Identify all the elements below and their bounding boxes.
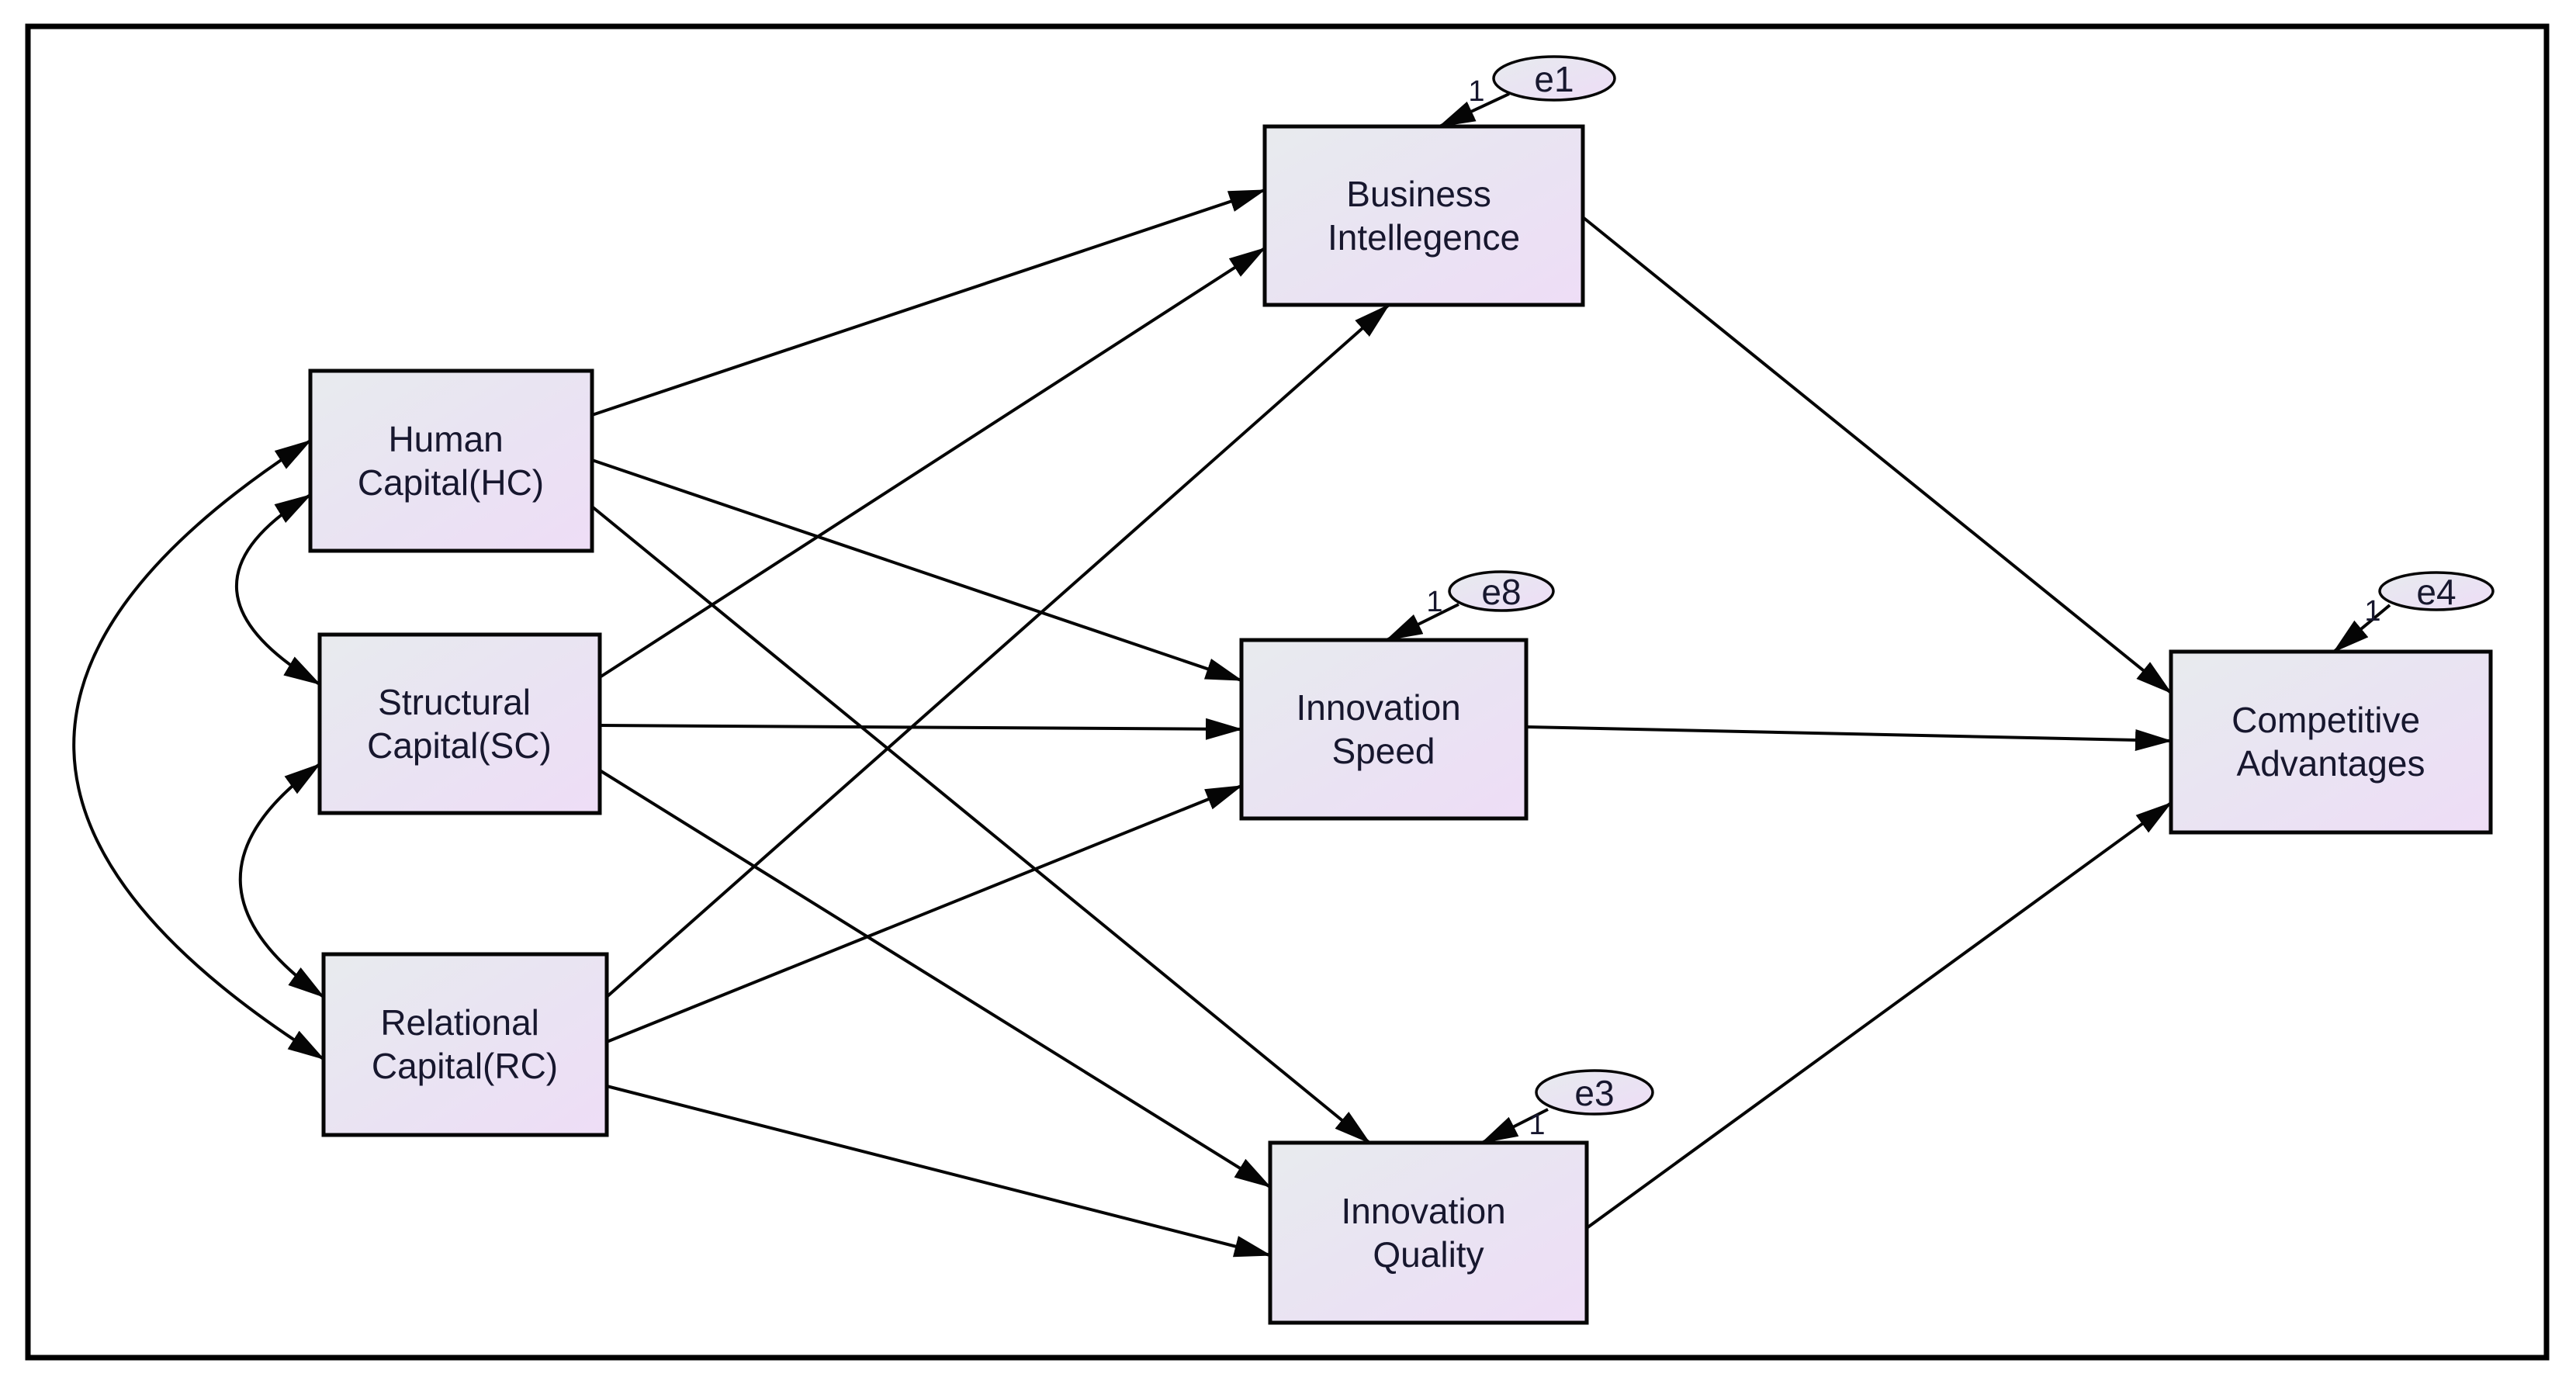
path-rc-to-iq (606, 1085, 1272, 1258)
node-label-line: Structural (378, 682, 531, 722)
node-label-line: Innovation (1341, 1191, 1505, 1231)
path-hc-to-bi (591, 189, 1266, 417)
path-bi-to-ca (1581, 216, 2173, 694)
node-label-line: Competitive (2231, 700, 2420, 740)
error-ellipse-e1 (1492, 55, 1616, 102)
node-human-capital: Human Capital(HC) (308, 368, 594, 553)
node-label-relational-capital: Relational Capital(RC) (372, 1002, 558, 1086)
node-label-line: Business (1346, 174, 1491, 214)
node-label-structural-capital: Structural Capital(SC) (367, 682, 552, 766)
error-term-e1: e1 1 (1468, 55, 1616, 108)
covariance-hc-sc (235, 493, 321, 686)
weight-label-e8: 1 (1426, 586, 1442, 618)
node-label-line: Capital(RC) (372, 1046, 558, 1086)
diagram-frame (25, 23, 2550, 1361)
node-label-line: Intellegence (1328, 217, 1520, 258)
error-label-e4: e4 (2416, 572, 2456, 612)
node-label-line: Human (388, 419, 503, 459)
node-label-line: Advantages (2237, 743, 2425, 784)
node-box-human-capital (308, 368, 594, 553)
path-sc-to-bi (598, 247, 1266, 679)
path-rc-to-is (606, 784, 1243, 1043)
path-hc-to-is (591, 458, 1243, 682)
node-box-innovation-quality (1268, 1140, 1589, 1325)
covariance-hc-rc (72, 439, 325, 1060)
error-term-e3: e3 1 (1529, 1069, 1654, 1141)
node-structural-capital: Structural Capital(SC) (317, 632, 602, 815)
error-label-e8: e8 (1481, 572, 1521, 612)
node-box-relational-capital (321, 952, 609, 1137)
path-rc-to-bi (605, 303, 1390, 998)
error-ellipse-e8 (1448, 570, 1555, 612)
node-box-innovation-speed (1239, 638, 1529, 821)
node-box-structural-capital (317, 632, 602, 815)
node-box-competitive-advantages (2169, 649, 2493, 835)
error-term-e4: e4 1 (2364, 571, 2495, 628)
node-business-intellegence: Business Intellegence (1262, 124, 1585, 307)
node-innovation-quality: Innovation Quality (1268, 1140, 1589, 1325)
weight-label-e1: 1 (1468, 75, 1484, 108)
node-relational-capital: Relational Capital(RC) (321, 952, 609, 1137)
covariance-sc-rc (238, 763, 325, 998)
node-label-business-intellegence: Business Intellegence (1328, 174, 1520, 258)
node-label-line: Innovation (1296, 687, 1460, 728)
node-box-business-intellegence (1262, 124, 1585, 307)
node-label-line: Quality (1373, 1234, 1484, 1275)
path-sc-to-is (599, 718, 1243, 740)
path-sc-to-iq (598, 769, 1272, 1189)
node-label-competitive-advantages: Competitive Advantages (2231, 700, 2430, 784)
error-term-e8: e8 1 (1426, 570, 1555, 618)
node-innovation-speed: Innovation Speed (1239, 638, 1529, 821)
path-iq-to-ca (1585, 801, 2173, 1230)
path-e8-to-is (1385, 603, 1459, 642)
error-label-e1: e1 (1534, 59, 1574, 99)
path-hc-to-iq (590, 505, 1371, 1144)
path-e3-to-iq (1480, 1108, 1549, 1144)
node-label-human-capital: Human Capital(HC) (358, 419, 544, 503)
weight-label-e4: 1 (2364, 595, 2380, 628)
path-e1-to-bi (1438, 92, 1510, 128)
error-ellipse-e4 (2378, 571, 2495, 611)
error-label-e3: e3 (1574, 1073, 1614, 1113)
node-label-line: Capital(SC) (367, 725, 552, 766)
weight-label-e3: 1 (1529, 1109, 1545, 1141)
node-label-line: Relational (380, 1002, 539, 1043)
error-ellipse-e3 (1535, 1069, 1654, 1116)
path-is-to-ca (1525, 725, 2173, 752)
node-label-innovation-quality: Innovation Quality (1341, 1191, 1515, 1275)
path-e4-to-ca (2332, 604, 2391, 653)
node-label-innovation-speed: Innovation Speed (1296, 687, 1470, 771)
node-label-line: Capital(HC) (358, 462, 544, 503)
node-competitive-advantages: Competitive Advantages (2169, 649, 2493, 835)
node-label-line: Speed (1331, 731, 1435, 771)
